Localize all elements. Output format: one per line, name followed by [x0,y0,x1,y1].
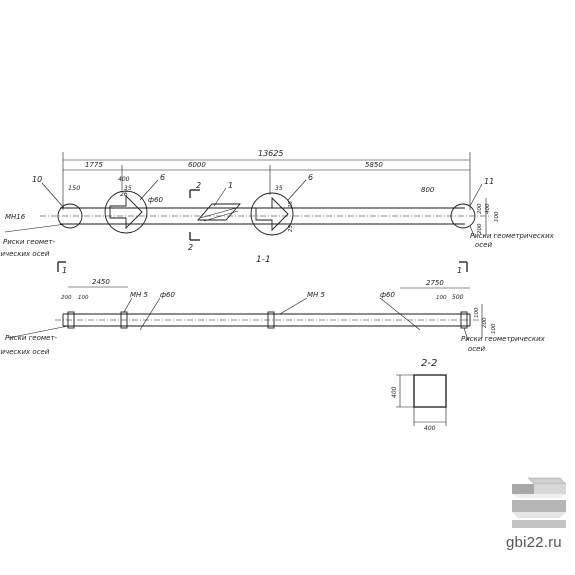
cutout-detail [197,203,241,221]
logo-slab [527,477,567,485]
leader-risk-left [4,223,67,233]
loop-arrow-right [255,196,289,232]
cutout-hatch [203,210,239,222]
logo-slab [512,512,566,518]
side-right-v3: 100 [491,323,497,334]
side-right-v2: 200 [482,317,488,328]
right-v1: 200 [477,203,483,214]
leader-mn5-b [279,297,308,315]
logo-text: gbi22.ru [506,534,562,551]
lifting-loop-left [104,190,148,234]
section-1-1-label: 1-1 [256,255,271,265]
callout-6a: 6 [160,173,165,182]
risk-right-1: Риски геометрических [470,232,555,240]
loop-arrow-left [109,194,143,230]
lifting-loop-right [250,192,294,236]
right-sub: 35 [275,185,283,192]
side-view: 2450 200 100 2750 100 500 МН 5 ф60 МН 5 … [0,278,546,356]
logo-slab [534,484,566,494]
embedded-plate [267,311,275,329]
side-mn5-b: МН 5 [307,291,326,299]
callout-10: 10 [32,175,42,184]
mid-v1: 25 [288,201,294,208]
side-dia-a: ф60 [160,291,175,299]
risk-left-2: рических осей [0,250,50,258]
seg-left-label: 1775 [85,161,103,169]
seg-right-label: 5850 [365,161,383,169]
left-sub-b: 35 [124,185,132,192]
section-2-2: 2-2 400 400 [391,358,447,432]
mark-mn16: МН16 [5,213,26,221]
logo-slab [512,500,566,512]
seg-mid-label: 6000 [188,161,206,169]
logo-slab [512,494,566,498]
risk-right-2: осей [475,241,492,249]
leader-mn5-a [123,297,133,313]
leader-risk-right [469,225,476,239]
side-risk-left-1: Риски геомет- [5,334,58,342]
leader-6b [287,179,307,201]
right-v3: 200 [477,223,483,234]
leader-side-risk-right [463,327,469,341]
left-tick-label: 150 [68,184,80,192]
diameter-left: ф60 [148,196,163,204]
cut-label-right: 1 [457,266,462,275]
side-right-c: 500 [452,294,464,301]
leader-dia-b [379,297,421,331]
leader-dia-a [139,297,161,331]
side-right-b: 100 [436,295,447,301]
right-end-dim: 800 [421,186,435,194]
side-risk-right-2: осей [468,345,485,353]
end-circle-right [450,203,476,229]
leader-side-risk-left [7,325,69,339]
leader-10 [41,182,65,209]
risk-left-1: Риски геомет- [3,238,56,246]
side-right-v1: 100 [474,307,480,318]
mid-v2: 25 [288,225,294,232]
section-square [413,374,447,408]
leader-1 [213,187,227,207]
leader-11 [469,183,483,207]
side-end-a: 200 [61,295,72,301]
section-width: 400 [424,425,436,432]
side-end-b: 100 [78,295,89,301]
cutout-hatch [199,207,237,219]
overall-length-label: 13625 [258,149,283,158]
side-right-a: 2750 [426,279,444,287]
left-sub-a: 400 [118,176,130,183]
side-risk-left-2: рических осей [0,348,50,356]
side-risk-right-1: Риски геометрических [461,335,546,343]
end-circle-left [57,203,83,229]
cut-label-2-bottom: 2 [188,243,193,252]
right-v4: 100 [494,211,500,222]
callout-6b: 6 [308,173,313,182]
top-view: 13625 1775 6000 5850 2 2 150 [0,149,555,275]
side-dia-b: ф60 [380,291,395,299]
cut-label-2-top: 2 [196,181,201,190]
logo-slab [512,484,534,494]
logo-slab [512,520,566,528]
section-height: 400 [391,386,398,398]
side-seg-left: 2450 [92,278,110,286]
site-logo [512,477,567,528]
side-mn5-a: МН 5 [130,291,149,299]
callout-1: 1 [228,181,233,190]
section-2-2-label: 2-2 [421,358,437,369]
left-sub-c: 26 [120,191,128,198]
callout-11: 11 [484,177,494,186]
right-v2: 400 [485,203,491,214]
cut-label-left: 1 [62,266,67,275]
embedded-plate [67,311,75,329]
leader-6a [139,179,159,201]
